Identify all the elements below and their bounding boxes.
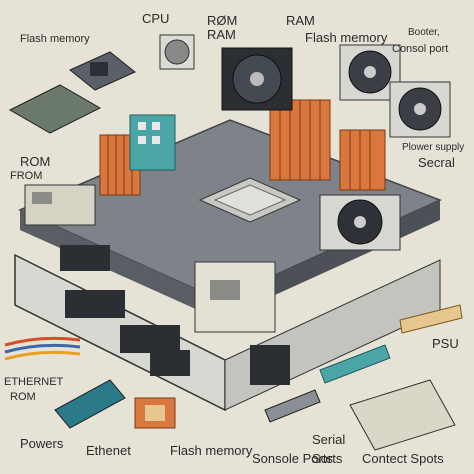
flash-memory-module — [69, 51, 136, 91]
label-from: FROM — [10, 170, 43, 182]
label-power: Powers — [20, 436, 64, 451]
label-sorts: Sorts — [312, 451, 343, 466]
label-booter: Booter, — [408, 27, 440, 38]
power-board-bottom — [54, 379, 126, 429]
label-cpu: CPU — [142, 11, 170, 26]
cpu-chip — [198, 177, 302, 223]
left-circuit-board — [8, 84, 102, 134]
power-module — [194, 261, 276, 333]
label-console-ports: Sonsole Ports — [252, 451, 333, 466]
fan-top-small — [159, 34, 195, 70]
label-serial: Serial — [312, 432, 346, 447]
label-contect-spots: Contect Spots — [362, 451, 444, 466]
heatsink-teal — [129, 114, 176, 171]
label-rom-ram-2: RAM — [207, 27, 236, 42]
fan-right-2 — [389, 81, 451, 138]
ram-stick — [319, 344, 391, 384]
label-psu: PSU — [432, 336, 459, 351]
cables — [4, 336, 81, 361]
fan-center — [221, 47, 293, 111]
label-rom-ram-1: RØM — [207, 13, 238, 28]
label-secral: Secral — [418, 155, 455, 170]
label-ethenet: Ethenet — [86, 443, 131, 458]
serial-card — [264, 389, 321, 423]
chip-bottom — [134, 397, 176, 429]
label-ethernet: ETHERNET — [4, 376, 64, 388]
label-flash-memory-bottom: Flash memory — [170, 443, 253, 458]
heatsink-orange-far-right — [339, 129, 386, 191]
label-ethernet-rom: ROM — [10, 391, 36, 403]
label-rom: ROM — [20, 154, 51, 169]
ethernet-port-array — [60, 245, 290, 385]
contect-spots-board — [349, 379, 456, 451]
label-flash-memory-top: Flash memory — [20, 33, 90, 45]
label-power-supply: Plower supply — [402, 142, 465, 153]
label-ram: RAM — [286, 13, 315, 28]
heatsink-orange-right — [269, 99, 331, 181]
fan-board — [319, 194, 401, 251]
psu-slot — [399, 304, 463, 334]
label-flash-memory-right: Flash memory — [305, 30, 388, 45]
rom-module — [24, 184, 96, 226]
label-consol-port: Consol port — [392, 43, 449, 55]
